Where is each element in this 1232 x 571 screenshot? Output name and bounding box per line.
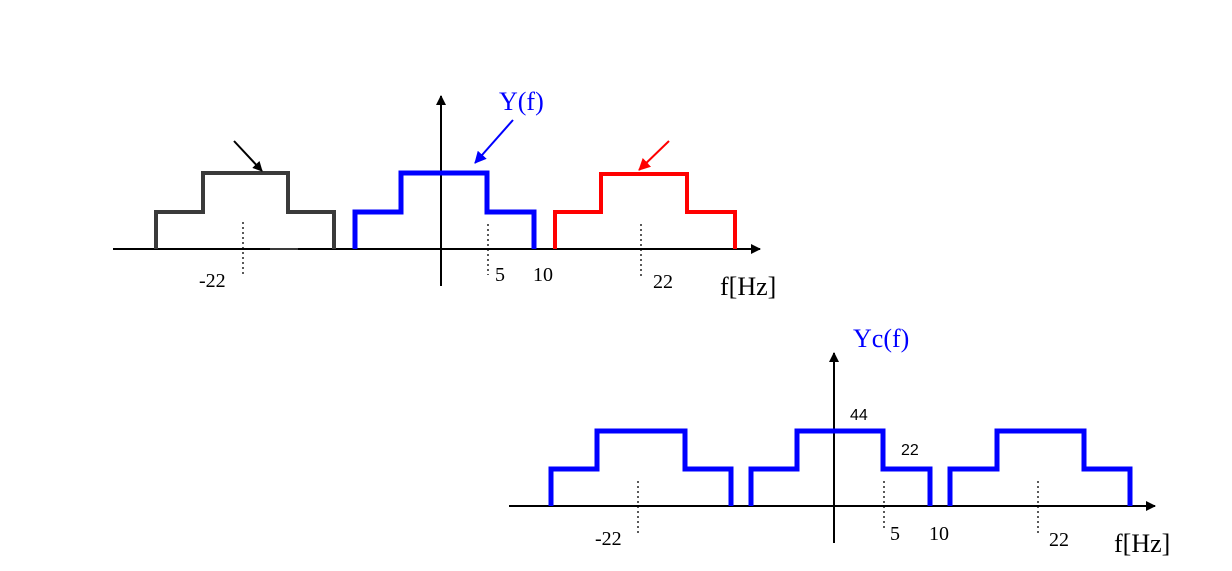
top-tick-label-neg22: -22 [199, 270, 226, 292]
top-title: Y(f) [499, 87, 544, 116]
top-tick-label-22: 22 [653, 271, 673, 293]
top-red-arrow [638, 140, 670, 171]
bottom-tick-label-neg22: -22 [595, 528, 622, 550]
bottom-right-replica [947, 428, 1133, 506]
bottom-tick-label-5: 5 [890, 523, 900, 545]
bottom-level-low-label: 22 [901, 442, 919, 459]
bottom-center-spectrum [748, 428, 933, 506]
bottom-tick-label-10: 10 [929, 523, 949, 545]
bottom-x-unit-label: f[Hz] [1114, 529, 1170, 558]
top-tick-label-5: 5 [495, 264, 505, 286]
top-blue-arrow [474, 119, 514, 164]
top-x-unit-label: f[Hz] [720, 272, 776, 301]
top-right-replica [553, 172, 737, 249]
top-black-arrow [233, 140, 263, 172]
bottom-level-high-label: 44 [850, 407, 868, 424]
top-left-replica [154, 171, 336, 249]
top-plot: Y(f) -22 5 10 22 f[Hz] [113, 87, 776, 301]
bottom-title: Yc(f) [853, 324, 909, 353]
bottom-left-replica [548, 428, 734, 506]
top-tick-label-10: 10 [533, 264, 553, 286]
top-center-spectrum [352, 170, 537, 249]
bottom-tick-label-22: 22 [1049, 529, 1069, 551]
bottom-plot: Yc(f) 44 22 -22 5 10 22 f[Hz] [509, 324, 1170, 558]
